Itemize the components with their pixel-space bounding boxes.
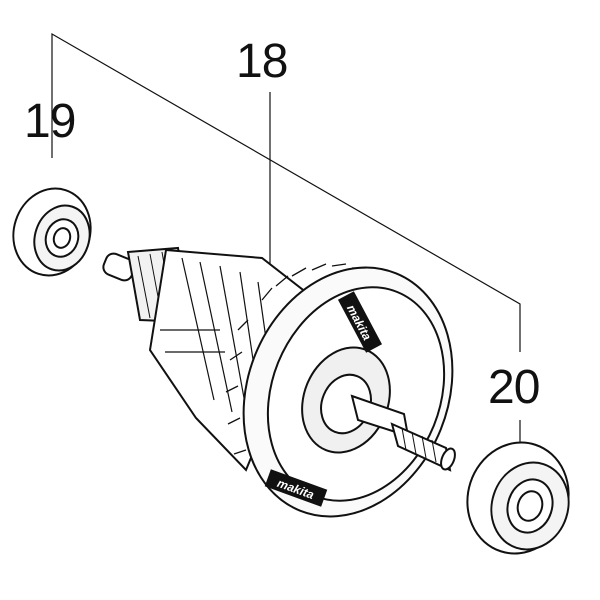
callout-18: 18 — [236, 35, 288, 88]
bearing-20 — [466, 441, 570, 555]
bearing-19 — [12, 187, 92, 277]
armature-18 — [102, 246, 456, 518]
callout-20: 20 — [488, 361, 540, 414]
callout-19: 19 — [24, 95, 76, 148]
bracket-line — [51, 32, 521, 352]
